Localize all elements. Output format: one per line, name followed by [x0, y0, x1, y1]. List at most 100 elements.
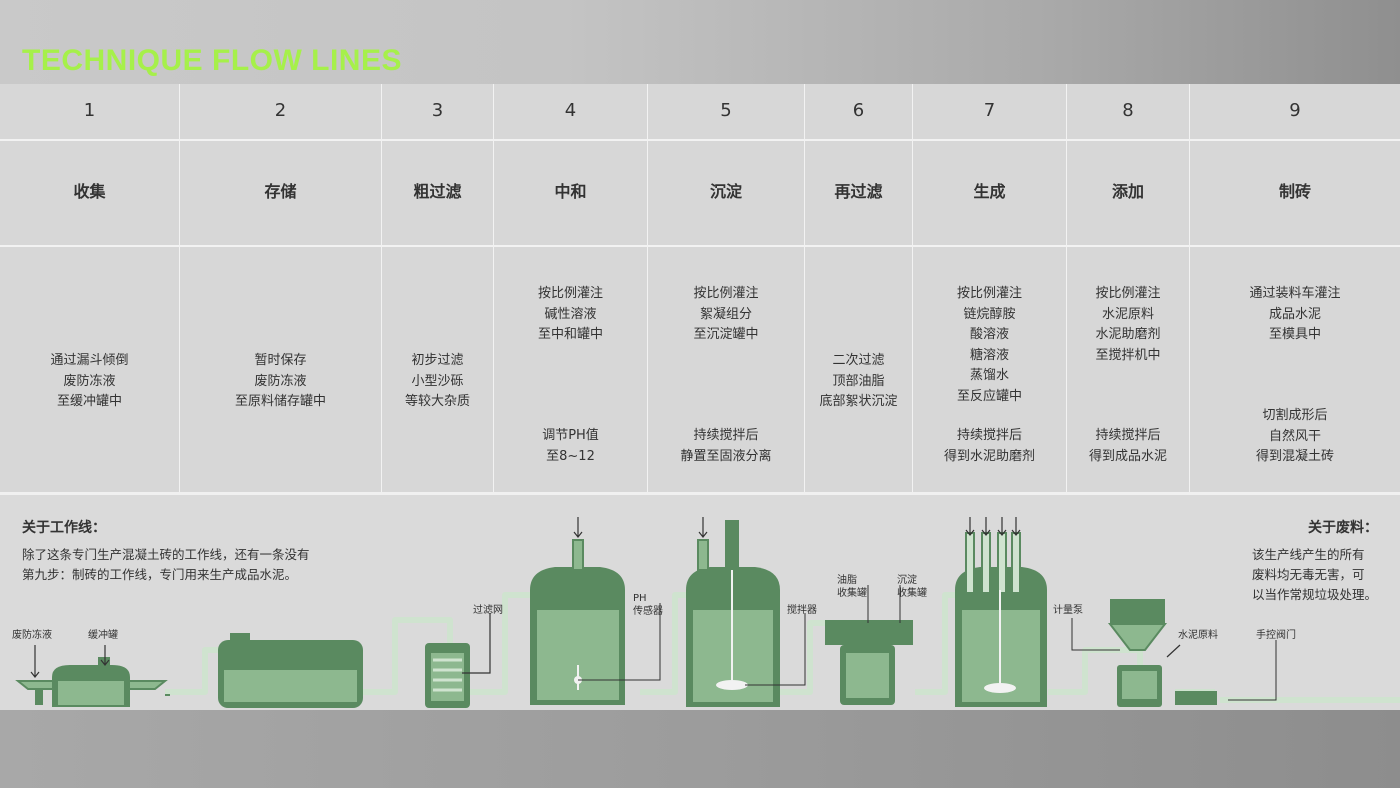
description-line: 按比例灌注	[1095, 286, 1161, 301]
description-line: 得到成品水泥	[1088, 448, 1167, 464]
description-line: 等较大杂质	[404, 394, 470, 409]
step-name: 制砖	[1278, 182, 1311, 201]
description-block: 按比例灌注絮凝组分至沉淀罐中	[648, 284, 804, 346]
description-line: 持续搅拌后	[693, 428, 759, 443]
description-block: 持续搅拌后得到水泥助磨剂	[913, 426, 1066, 467]
note-line: 废料均无毒无害，可	[1252, 567, 1365, 582]
row-divider	[0, 139, 1400, 141]
description-line: 持续搅拌后	[956, 428, 1022, 443]
label-filter-net: 过滤网	[473, 603, 503, 616]
note-line: 除了这条专门生产混凝土砖的工作线，还有一条没有	[22, 547, 310, 562]
description-line: 至模具中	[1268, 327, 1321, 342]
step-column-8: 8 添加按比例灌注水泥原料水泥助磨剂至搅拌机中持续搅拌后得到成品水泥	[1067, 84, 1190, 492]
description-line: 至缓冲罐中	[56, 394, 122, 409]
description-line: 得到水泥助磨剂	[943, 448, 1035, 464]
step-number: 2	[274, 100, 287, 121]
neutralization-tank	[530, 539, 661, 705]
description-block: 初步过滤小型沙砾等较大杂质	[382, 351, 493, 413]
description-line: 通过装料车灌注	[1249, 286, 1341, 301]
step-number: 8	[1122, 100, 1134, 121]
step-column-4: 4 中和按比例灌注碱性溶液至中和罐中调节PH值至8~12	[494, 84, 648, 492]
equipment-diagram: 废防冻液 缓冲罐 过滤网 PH 传感器 搅拌器 油脂 收集罐 沉淀 收集罐 计量…	[12, 517, 1400, 708]
step-column-1: 1 收集通过漏斗倾倒废防冻液至缓冲罐中	[0, 84, 180, 492]
description-line: 至搅拌机中	[1095, 347, 1161, 363]
description-block: 切割成形后自然风干得到混凝土砖	[1190, 406, 1400, 468]
description-line: 至反应罐中	[956, 388, 1022, 404]
header-background	[0, 0, 1400, 84]
description-block: 暂时保存废防冻液至原料储存罐中	[180, 351, 381, 413]
note-line: 以当作常规垃圾处理。	[1252, 587, 1378, 602]
step-number: 1	[83, 100, 96, 121]
description-line: 自然风干	[1268, 428, 1321, 444]
step-number: 5	[720, 100, 732, 121]
description-line: 糖溶液	[969, 347, 1009, 363]
work-line-note-title: 关于工作线：	[22, 520, 106, 536]
description-line: 水泥助磨剂	[1095, 327, 1161, 342]
description-line: 调节PH值	[542, 428, 599, 443]
step-column-2: 2 存储暂时保存废防冻液至原料储存罐中	[180, 84, 382, 492]
description-line: 静置至固液分离	[680, 448, 772, 464]
step-description: 通过装料车灌注成品水泥至模具中切割成形后自然风干得到混凝土砖	[1190, 246, 1400, 492]
step-column-5: 5 沉淀按比例灌注絮凝组分至沉淀罐中持续搅拌后静置至固液分离	[648, 84, 805, 492]
sedimentation-tank	[686, 520, 806, 707]
step-name: 添加	[1111, 182, 1144, 201]
step-number: 7	[983, 100, 996, 121]
description-line: 成品水泥	[1268, 306, 1321, 322]
storage-tank	[218, 633, 363, 708]
description-line: 水泥原料	[1101, 306, 1154, 322]
step-description: 按比例灌注水泥原料水泥助磨剂至搅拌机中持续搅拌后得到成品水泥	[1067, 246, 1189, 492]
description-block: 调节PH值至8~12	[494, 426, 647, 467]
description-line: 底部絮状沉淀	[819, 394, 898, 409]
description-block: 通过漏斗倾倒废防冻液至缓冲罐中	[0, 351, 179, 413]
row-divider	[0, 245, 1400, 247]
description-line: 碱性溶液	[544, 306, 597, 322]
label-antifreeze: 废防冻液	[12, 628, 52, 641]
label-ph-sensor: PH	[633, 593, 647, 604]
label-metering-pump: 计量泵	[1053, 603, 1083, 616]
cement-mixer	[1071, 599, 1168, 707]
step-description: 按比例灌注碱性溶液至中和罐中调节PH值至8~12	[494, 246, 647, 492]
step-name: 沉淀	[709, 182, 742, 201]
description-block: 按比例灌注水泥原料水泥助磨剂至搅拌机中	[1067, 284, 1189, 366]
step-description: 初步过滤小型沙砾等较大杂质	[382, 246, 493, 492]
description-line: 链烷醇胺	[963, 306, 1016, 322]
reaction-tank	[955, 532, 1047, 707]
description-line: 按比例灌注	[537, 286, 603, 301]
note-line: 该生产线产生的所有	[1252, 547, 1365, 562]
note-line: 第九步：制砖的工作线，专门用来生产成品水泥。	[22, 567, 298, 582]
step-number: 4	[564, 100, 577, 121]
description-line: 顶部油脂	[832, 373, 885, 389]
process-diagram: 关于工作线： 除了这条专门生产混凝土砖的工作线，还有一条没有 第九步：制砖的工作…	[0, 492, 1400, 710]
description-line: 至8~12	[546, 448, 595, 464]
step-description: 二次过滤顶部油脂底部絮状沉淀	[805, 246, 912, 492]
label-sediment-tank: 沉淀	[897, 573, 917, 586]
step-name: 收集	[73, 182, 106, 201]
work-line-note-text: 除了这条专门生产混凝土砖的工作线，还有一条没有 第九步：制砖的工作线，专门用来生…	[22, 545, 310, 585]
waste-note-text: 该生产线产生的所有 废料均无毒无害，可 以当作常规垃圾处理。	[1252, 545, 1377, 605]
step-description: 通过漏斗倾倒废防冻液至缓冲罐中	[0, 246, 179, 492]
step-description: 按比例灌注絮凝组分至沉淀罐中持续搅拌后静置至固液分离	[648, 246, 804, 492]
description-line: 至原料储存罐中	[234, 394, 326, 409]
step-name: 存储	[264, 182, 297, 201]
description-line: 持续搅拌后	[1095, 428, 1161, 443]
label-grease-tank: 收集罐	[837, 586, 867, 599]
waste-note-title: 关于废料：	[1308, 520, 1378, 536]
description-line: 暂时保存	[254, 353, 307, 368]
step-description: 按比例灌注链烷醇胺酸溶液糖溶液蒸馏水至反应罐中持续搅拌后得到水泥助磨剂	[913, 246, 1066, 492]
step-number: 6	[852, 100, 865, 121]
description-line: 通过漏斗倾倒	[50, 353, 129, 368]
label-manual-valve: 手控阀门	[1256, 628, 1296, 641]
step-name: 中和	[554, 182, 587, 201]
step-name: 生成	[973, 182, 1006, 201]
buffer-tank	[52, 657, 130, 707]
description-block: 持续搅拌后得到成品水泥	[1067, 426, 1189, 467]
input-arrows	[30, 517, 1181, 678]
mold-cart	[1175, 640, 1277, 705]
description-line: 按比例灌注	[693, 286, 759, 301]
description-line: 得到混凝土砖	[1255, 449, 1334, 464]
description-line: 初步过滤	[411, 353, 464, 368]
description-line: 至中和罐中	[537, 327, 603, 342]
